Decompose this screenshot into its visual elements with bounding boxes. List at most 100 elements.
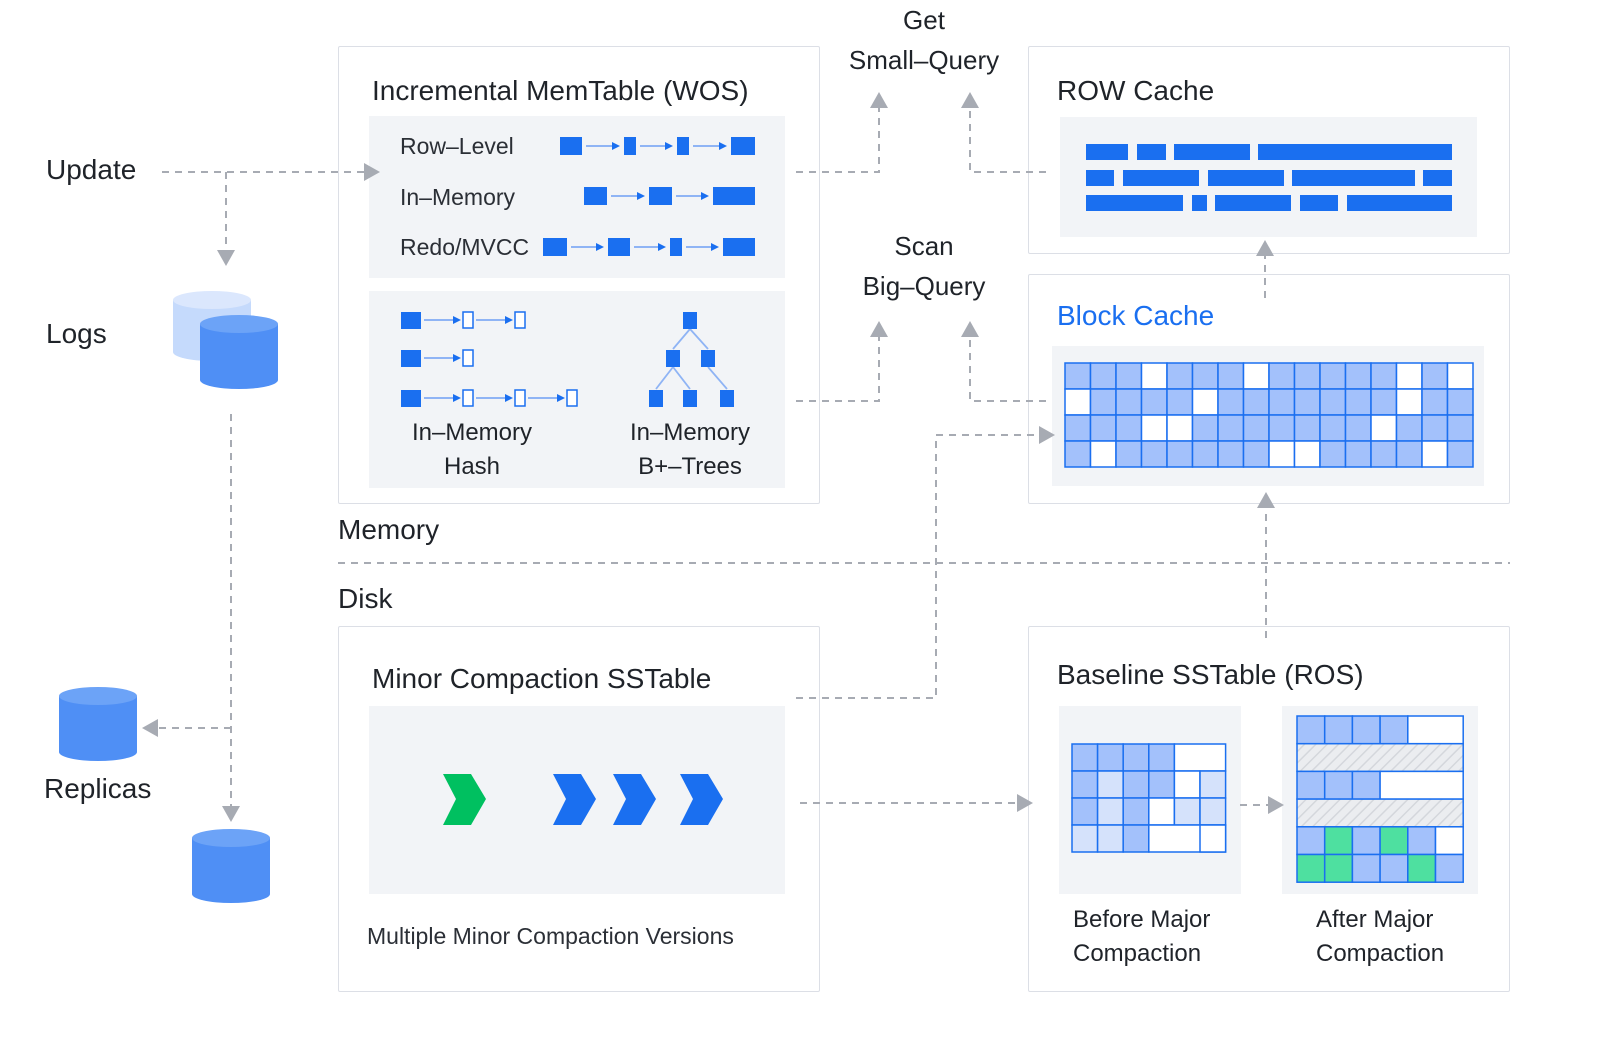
get-label: Get [903,5,945,35]
minor-version-chevron [680,774,723,825]
block-cache-cell [1344,388,1372,416]
before-grid-cell [1173,770,1201,799]
block-cache-cell [1089,362,1117,390]
hash-head-block [401,390,421,407]
after-grid-cell [1407,715,1464,745]
btree-node [683,312,697,329]
after-compaction-caption-line2: Compaction [1316,940,1445,967]
after-grid-cell [1323,770,1354,800]
after-grid-cell [1323,826,1354,856]
cylinder-top [173,291,251,309]
link-arrow [665,142,673,150]
block-cache-cell [1217,440,1245,468]
after-grid-cell [1434,853,1464,883]
arrow-head [870,92,888,108]
block-cache-cell [1064,440,1092,468]
shape-layer [59,137,1474,903]
hash-node [462,349,474,367]
before-grid-cell [1148,770,1176,799]
after-compaction-caption-line1: After Major [1316,906,1434,933]
memtable-to-scan-connector [796,336,880,402]
arrow-head [961,321,979,337]
block-cache-cell [1319,414,1347,442]
block-cache-cell [1089,414,1117,442]
block-cache-cell [1446,388,1474,416]
block-cache-cell [1395,440,1423,468]
hash-node [462,389,474,407]
in-memory-block [584,187,607,205]
block-cache-cell [1268,440,1296,468]
btree-node [701,350,715,367]
before-grid-cell [1122,743,1150,772]
in-memory-block [713,187,755,205]
block-cache-cell [1166,388,1194,416]
btree-edge [689,328,709,350]
minor-version-chevron [553,774,596,825]
before-grid-cell [1122,824,1150,853]
block-cache-cell [1395,362,1423,390]
arrow-head [142,719,158,737]
minor-compaction-caption: Multiple Minor Compaction Versions [367,923,734,949]
block-cache-cell [1166,440,1194,468]
link-arrow [453,354,461,362]
arrow-head [364,163,380,181]
after-grid-cell [1379,715,1409,745]
block-cache-cell [1064,414,1092,442]
block-cache-cell [1064,362,1092,390]
block-cache-cell [1242,388,1270,416]
block-cache-cell [1293,440,1321,468]
row-cache-bar [1215,195,1291,211]
row-cache-bar [1208,170,1284,186]
cylinder-body [59,696,137,761]
block-cache-cell [1319,440,1347,468]
btree-edge [707,366,728,390]
arrow-head [870,321,888,337]
before-grid-cell [1199,770,1227,799]
row-cache-bar [1192,195,1207,211]
block-cache-cell [1115,362,1143,390]
block-cache-cell [1140,440,1168,468]
block-cache-cell [1217,388,1245,416]
after-grid-cell [1407,853,1437,883]
row-cache-bar [1086,170,1114,186]
block-cache-cell [1191,388,1219,416]
link-arrow [596,243,604,251]
btree-edge [672,328,691,350]
row-cache-bar [1174,144,1250,160]
memory-label: Memory [338,514,440,545]
hash-head-block [401,350,421,367]
minor-compaction-title: Minor Compaction SSTable [372,663,712,694]
hash-node [566,389,578,407]
redo-mvcc-block [670,238,682,256]
block-cache-cell [1421,414,1449,442]
before-grid-cell [1173,743,1227,772]
block-cache-cell [1191,440,1219,468]
before-compaction-caption-line1: Before Major [1073,906,1211,933]
block-cache-cell [1293,388,1321,416]
block-cache-cell [1446,362,1474,390]
link-arrow [658,243,666,251]
arrow-head [1017,794,1033,812]
before-grid-cell [1071,770,1099,799]
arrow-head [217,250,235,266]
after-grid-cell [1379,826,1409,856]
disk-label: Disk [338,583,393,614]
before-grid-cell [1173,797,1201,826]
block-cache-cell [1344,414,1372,442]
hash-node [514,311,526,329]
block-cache-cell [1166,362,1194,390]
link-arrow [719,142,727,150]
link-arrow [711,243,719,251]
link-arrow [557,394,565,402]
arrow-head [1039,426,1055,444]
after-grid-hatched-row [1296,798,1464,828]
block-cache-cell [1446,414,1474,442]
btree-node [649,390,663,407]
block-cache-title: Block Cache [1057,300,1215,331]
before-grid-cell [1096,770,1124,799]
block-cache-cell [1089,388,1117,416]
block-cache-cell [1191,362,1219,390]
rowcache-to-get-connector [969,106,1046,173]
after-grid-cell [1379,853,1409,883]
block-cache-cell [1064,388,1092,416]
